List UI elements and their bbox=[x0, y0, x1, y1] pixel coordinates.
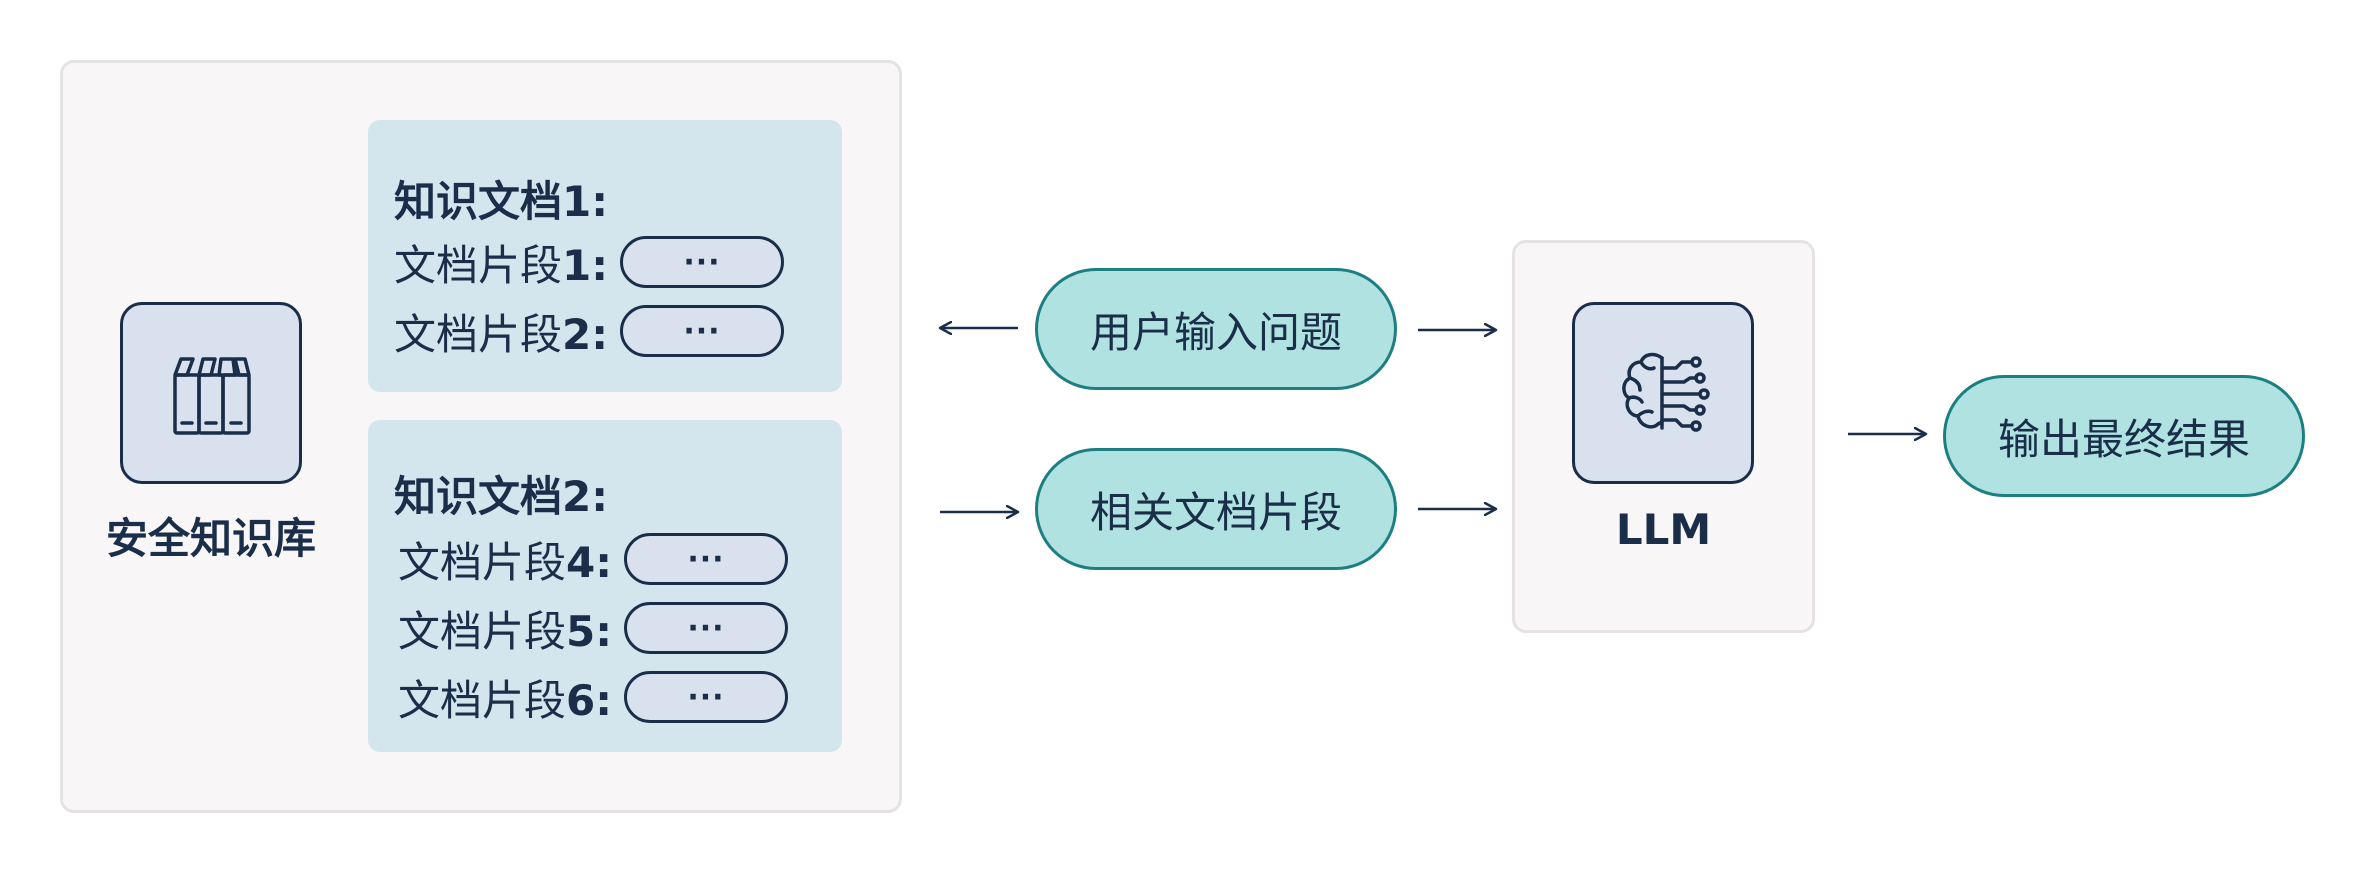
user-question-pill: 用户输入问题 bbox=[1035, 268, 1397, 390]
fragment-row: 文档片段6: ··· bbox=[372, 670, 788, 725]
fragment-row: 文档片段2: ··· bbox=[368, 304, 784, 359]
fragment-value-pill: ··· bbox=[624, 533, 788, 585]
document-card-2: 知识文档2: 文档片段4: ··· 文档片段5: ··· 文档片段6: ··· bbox=[368, 420, 842, 752]
books-icon bbox=[173, 357, 251, 435]
fragment-label: 文档片段6: bbox=[397, 675, 612, 725]
llm-label: LLM bbox=[1615, 505, 1712, 554]
fragment-value-pill: ··· bbox=[620, 236, 784, 288]
fragment-row: 文档片段5: ··· bbox=[372, 601, 788, 656]
fragment-label: 文档片段4: bbox=[397, 537, 612, 587]
document-card-1: 知识文档1: 文档片段1: ··· 文档片段2: ··· bbox=[368, 120, 842, 392]
fragment-label: 文档片段5: bbox=[397, 606, 612, 656]
fragment-value-pill: ··· bbox=[624, 602, 788, 654]
llm-icon-box bbox=[1572, 302, 1754, 484]
knowledge-base-label: 安全知识库 bbox=[105, 514, 316, 563]
knowledge-base-icon-box bbox=[120, 302, 302, 484]
fragment-row: 文档片段1: ··· bbox=[368, 235, 784, 290]
fragment-value-pill: ··· bbox=[620, 305, 784, 357]
fragment-row: 文档片段4: ··· bbox=[372, 532, 788, 587]
related-fragments-pill: 相关文档片段 bbox=[1035, 448, 1397, 570]
fragment-label: 文档片段1: bbox=[393, 240, 608, 290]
output-pill: 输出最终结果 bbox=[1943, 375, 2305, 497]
document-title: 知识文档1: bbox=[394, 177, 609, 226]
document-title: 知识文档2: bbox=[394, 472, 609, 521]
brain-circuit-icon bbox=[1622, 352, 1710, 432]
fragment-value-pill: ··· bbox=[624, 671, 788, 723]
fragment-label: 文档片段2: bbox=[393, 309, 608, 359]
